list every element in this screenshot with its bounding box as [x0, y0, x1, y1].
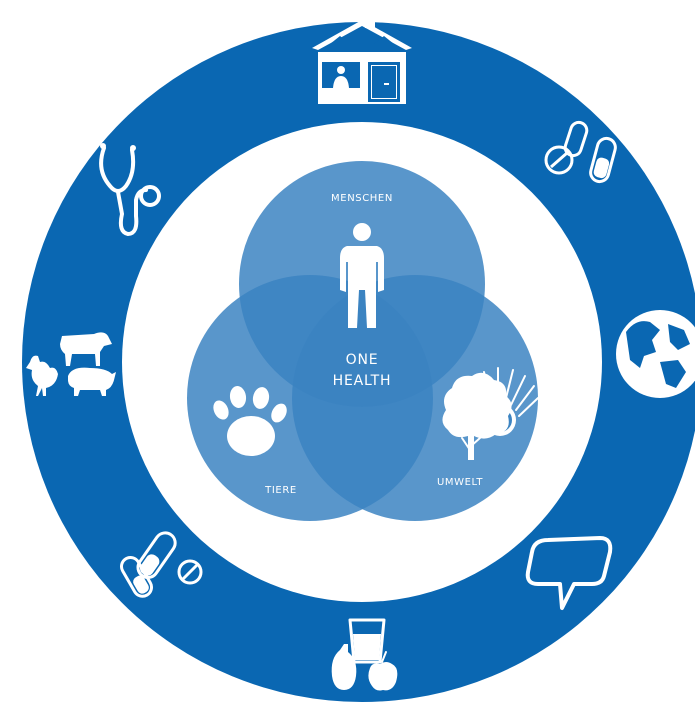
label-one: ONE	[346, 352, 379, 368]
venn-circle-environment	[292, 275, 538, 521]
medicine-icon	[120, 531, 203, 598]
globe-icon	[616, 310, 695, 398]
food-icon	[331, 618, 398, 691]
livestock-icon	[26, 332, 116, 396]
paw-icon	[213, 386, 287, 456]
house-icon	[312, 14, 412, 104]
tree-sun-icon	[442, 367, 539, 460]
label-tiere: TIERE	[264, 485, 297, 496]
label-health: HEALTH	[333, 373, 392, 389]
pills-icon	[544, 120, 617, 184]
speech-bubble-icon	[525, 536, 613, 610]
label-menschen: MENSCHEN	[331, 193, 393, 204]
stethoscope-icon	[99, 143, 161, 236]
venn-diagram	[187, 161, 538, 521]
person-icon	[340, 223, 384, 328]
label-umwelt: UMWELT	[437, 477, 483, 488]
